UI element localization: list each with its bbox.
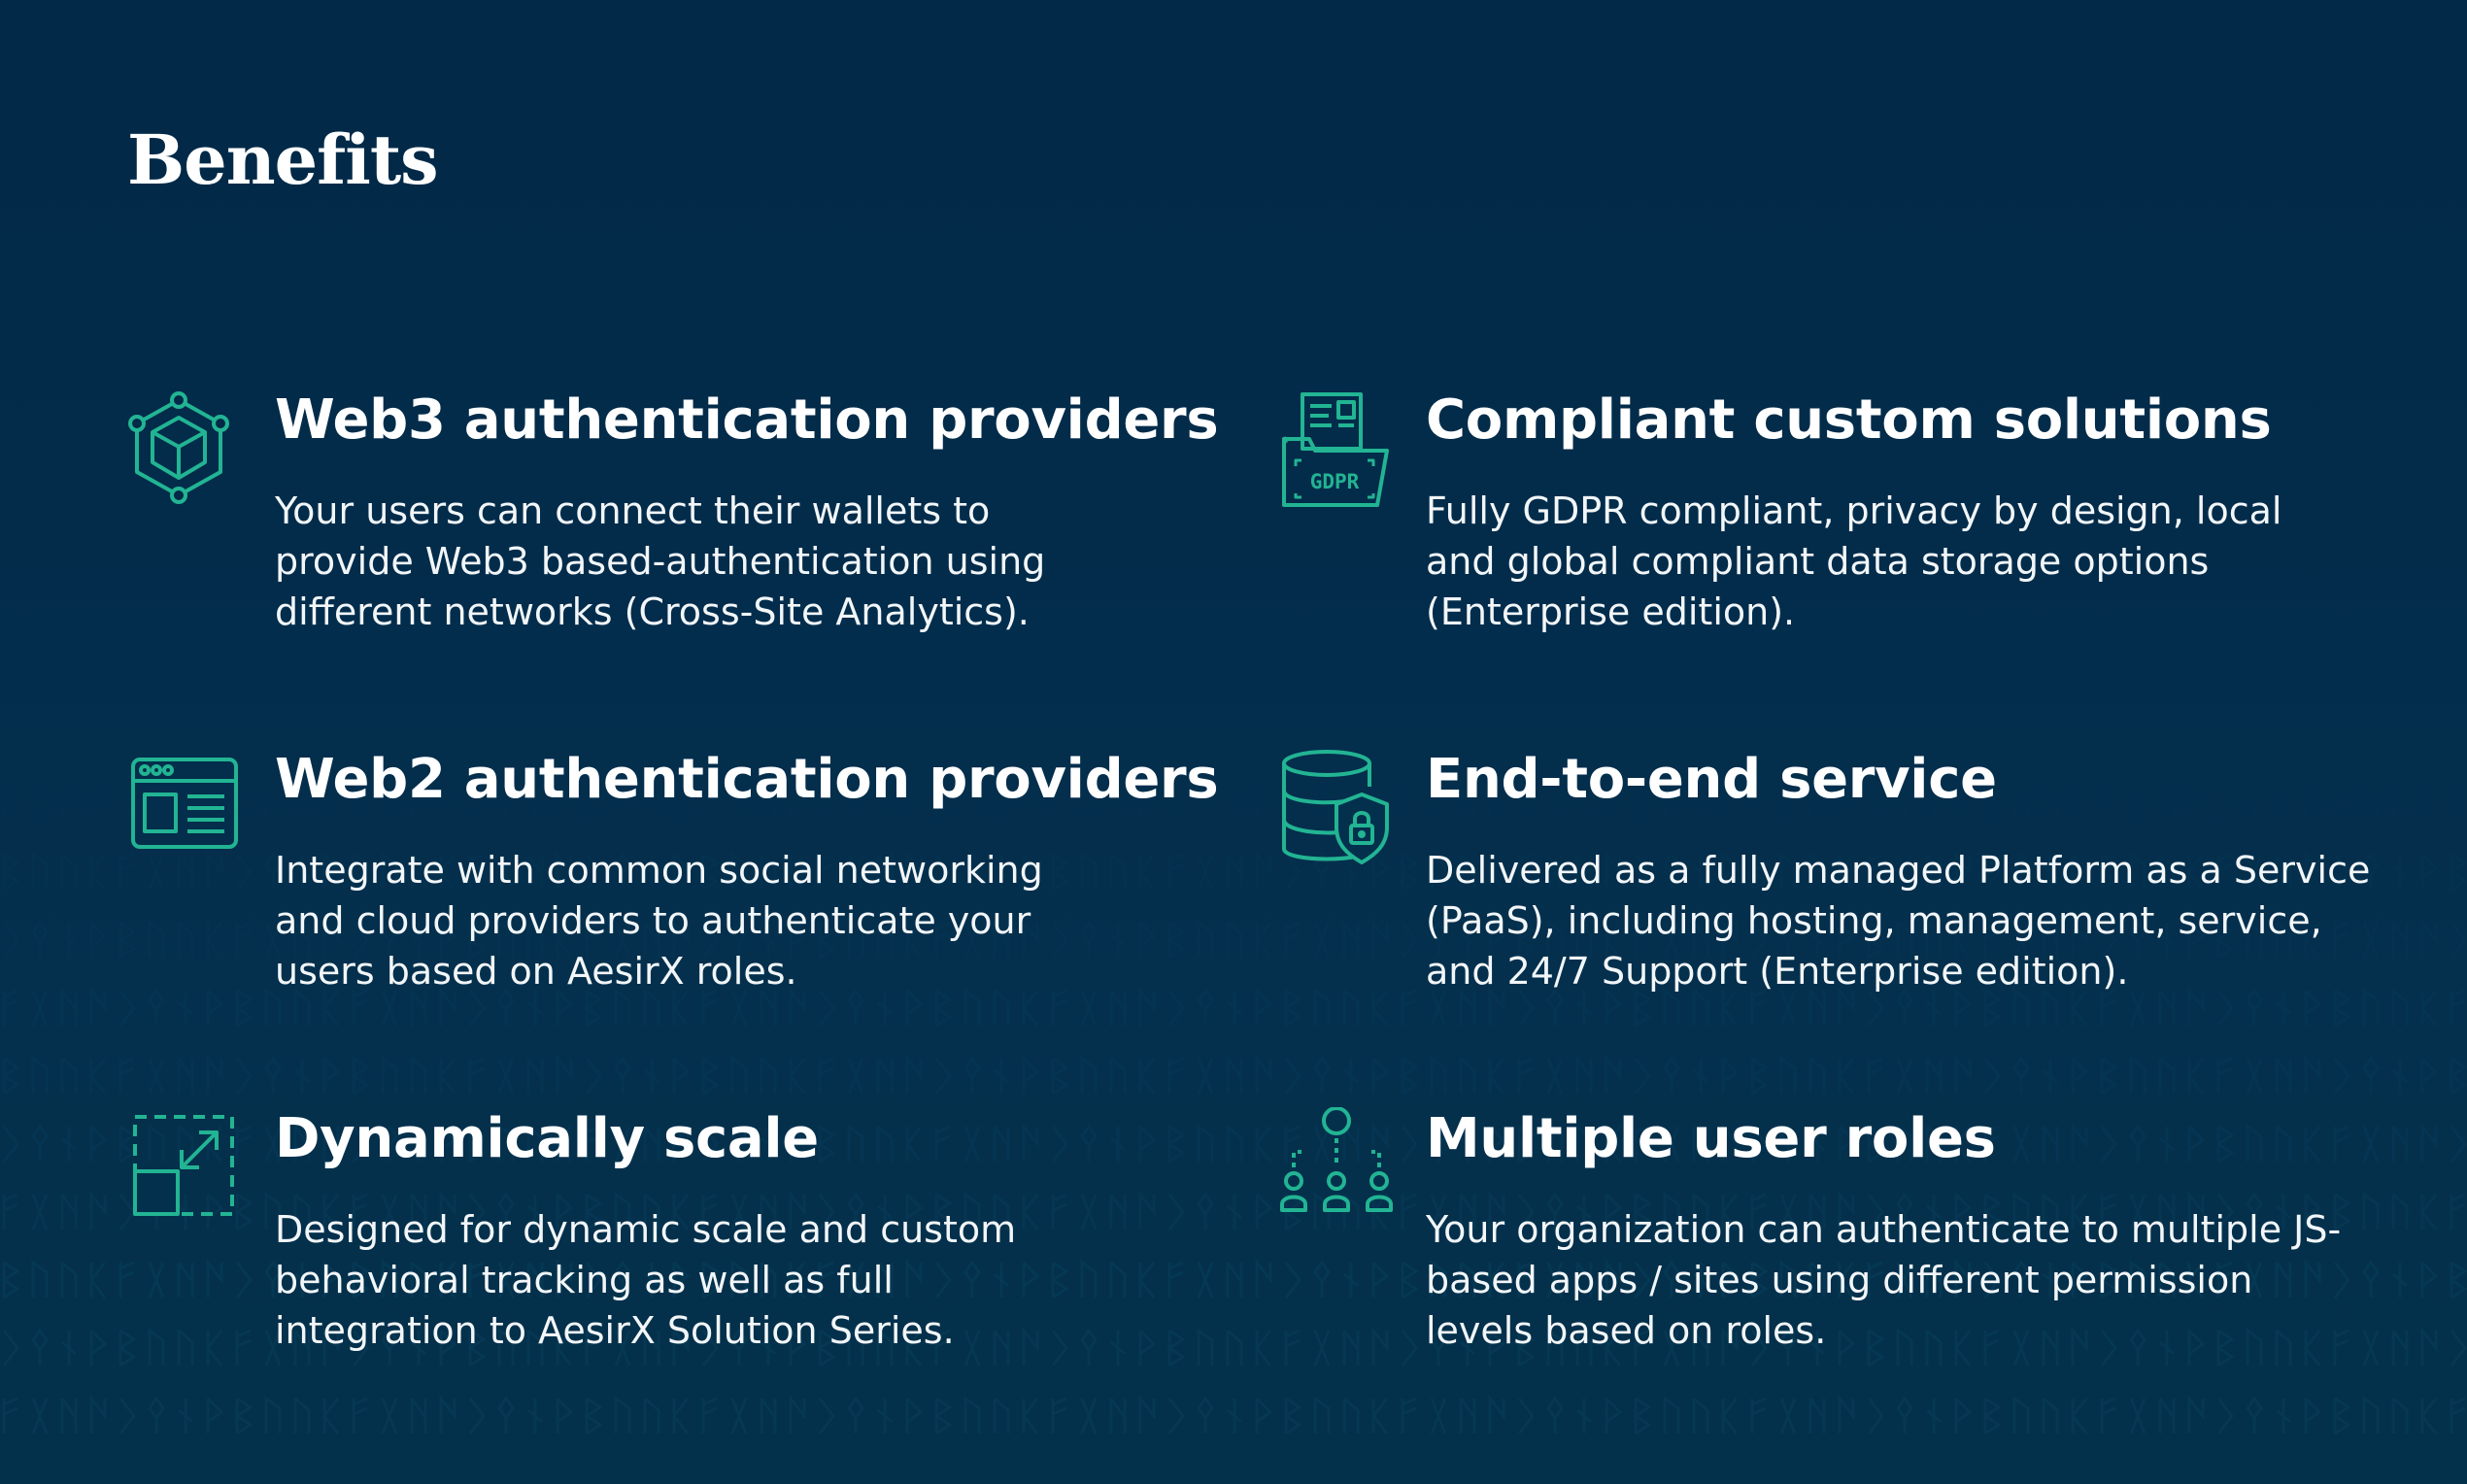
benefit-description: Delivered as a fully managed Platform as…	[1426, 849, 2371, 993]
benefit-title: Dynamically scale	[275, 1107, 819, 1170]
scale-expand-icon	[127, 1107, 249, 1229]
benefit-description: Fully GDPR compliant, privacy by design,…	[1426, 489, 2282, 633]
benefit-web2-auth: Web2 authentication providers Integrate …	[127, 748, 1234, 1039]
hexagon-cube-icon	[127, 388, 249, 510]
benefit-title: Web3 authentication providers	[275, 388, 1219, 452]
benefit-compliant-solutions: GDPR Compliant custom solutions Fully GD…	[1278, 388, 2385, 680]
benefit-description: Your users can connect their wallets to …	[275, 489, 1046, 633]
user-roles-icon	[1278, 1107, 1400, 1229]
page-title: Benefits	[127, 119, 439, 200]
benefit-title: End-to-end service	[1426, 748, 1997, 811]
benefit-description: Integrate with common social networking …	[275, 849, 1043, 993]
benefit-description: Designed for dynamic scale and custom be…	[275, 1208, 1017, 1352]
browser-window-icon	[127, 748, 249, 869]
benefit-title: Web2 authentication providers	[275, 748, 1219, 811]
svg-text:GDPR: GDPR	[1310, 470, 1360, 493]
benefit-title: Multiple user roles	[1426, 1107, 1996, 1170]
gdpr-folder-icon: GDPR	[1278, 388, 1400, 510]
benefit-multiple-user-roles: Multiple user roles Your organization ca…	[1278, 1107, 2385, 1399]
benefit-dynamic-scale: Dynamically scale Designed for dynamic s…	[127, 1107, 1234, 1399]
benefit-description: Your organization can authenticate to mu…	[1426, 1208, 2342, 1352]
database-shield-icon	[1278, 748, 1400, 869]
benefit-end-to-end-service: End-to-end service Delivered as a fully …	[1278, 748, 2385, 1039]
benefit-web3-auth: Web3 authentication providers Your users…	[127, 388, 1234, 680]
benefit-title: Compliant custom solutions	[1426, 388, 2272, 452]
